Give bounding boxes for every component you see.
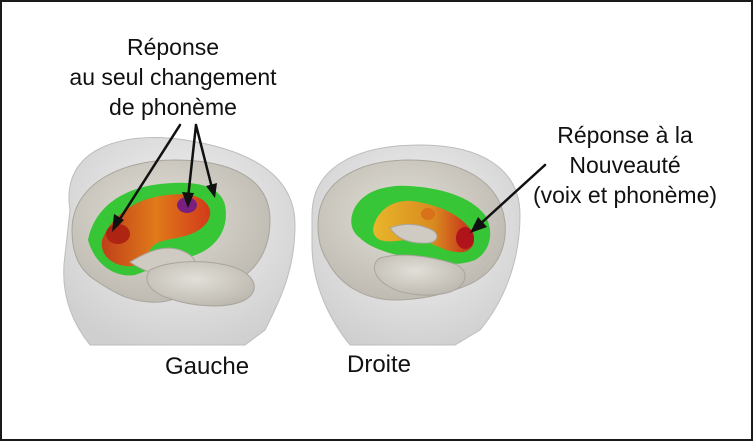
right-hemisphere-caption: Droite xyxy=(347,350,411,380)
right-activation-peak xyxy=(421,208,435,220)
right-annotation-line-3: (voix et phonème) xyxy=(505,180,745,210)
left-hemisphere-caption: Gauche xyxy=(165,352,249,382)
right-annotation-line-2: Nouveauté xyxy=(505,150,745,180)
right-annotation-line-1: Réponse à la xyxy=(505,120,745,150)
right-activation-hotspot xyxy=(456,227,474,249)
left-annotation-line-3: de phonème xyxy=(28,92,318,122)
left-activation-hotspot xyxy=(106,224,130,244)
right-head-group xyxy=(312,145,520,345)
left-annotation-line-1: Réponse xyxy=(28,32,318,62)
left-annotation-text: Réponse au seul changement de phonème xyxy=(28,32,318,122)
left-head-group xyxy=(64,138,295,345)
left-annotation-line-2: au seul changement xyxy=(28,62,318,92)
right-annotation-text: Réponse à la Nouveauté (voix et phonème) xyxy=(505,120,745,210)
